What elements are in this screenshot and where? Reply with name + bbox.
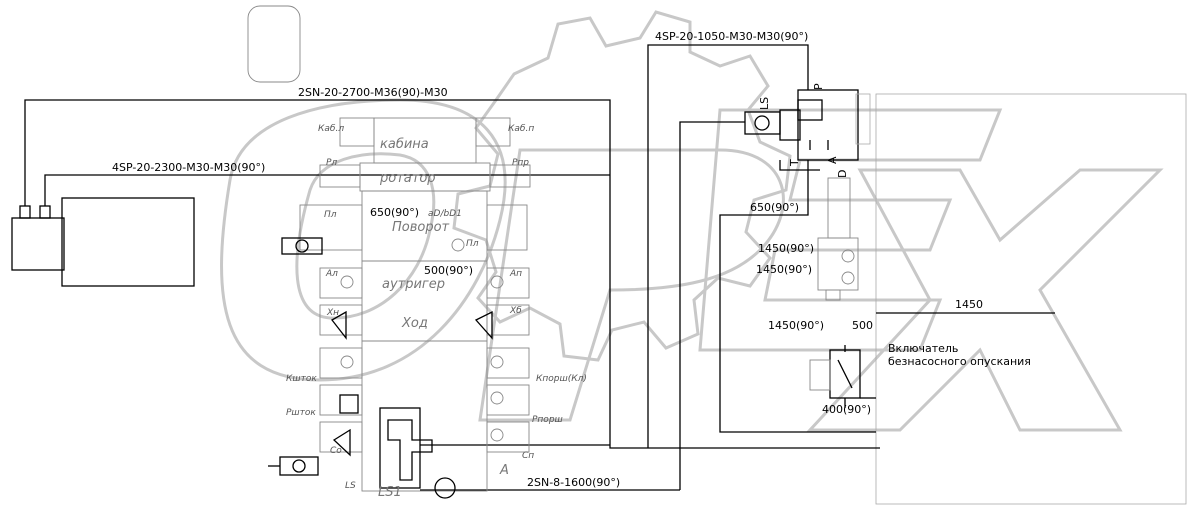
dim-1450-90-b: 1450(90°) [756, 263, 812, 276]
valve-port-t: T [788, 159, 801, 167]
port-cp: Сп [522, 451, 534, 461]
section-povorot: Поворот [392, 220, 450, 235]
hose-label-h1: 4SP-20-1050-M30-M30(90°) [655, 30, 808, 43]
port-rshtok: Ршток [286, 408, 316, 418]
hose-label-h5: 2SN-8-1600(90°) [527, 476, 620, 489]
port-kshtok: Кшток [286, 374, 317, 384]
switch-label-line1: Включатель [888, 342, 958, 355]
section-kabina: кабина [380, 137, 429, 152]
port-kab-p: Каб.п [508, 124, 534, 134]
pump-unit [11, 197, 195, 287]
port-xb: Хб [509, 306, 522, 316]
dim-500: 500 [852, 319, 873, 332]
dim-ao-bo: aD/bD1 [428, 209, 462, 219]
port-rporsh: Рпорш [532, 415, 563, 425]
port-rpr: Рпр [512, 158, 529, 168]
cabin-outline [247, 5, 301, 83]
section-autrizer: аутригер [382, 277, 445, 292]
section-hod: Ход [401, 316, 428, 331]
valve-port-d: D [836, 170, 849, 178]
main-distributor [299, 117, 531, 492]
port-co: Со [330, 446, 342, 456]
selector-valve [744, 89, 871, 161]
port-xh: Хн [326, 308, 339, 318]
section-ls: LS [345, 481, 356, 491]
port-al: Ал [325, 269, 338, 279]
frame-outline [875, 93, 1187, 505]
valve-port-p: P [812, 83, 825, 90]
watermark [220, 10, 1164, 432]
port-pl-right: Пл [466, 239, 479, 249]
hose-label-h3: 4SP-20-2300-M30-M30(90°) [112, 161, 265, 174]
port-rl: Рл [326, 158, 337, 168]
port-ap: Ап [509, 269, 522, 279]
hose-label-h4: 650(90°) [750, 201, 799, 214]
dim-1450: 1450 [955, 298, 983, 311]
distributor-fittings [268, 237, 493, 499]
port-kab-l: Каб.л [318, 124, 344, 134]
section-ls1: LS1 [378, 485, 402, 500]
dim-650-90-left: 650(90°) [370, 206, 419, 219]
port-kporsh: Кпорш(Кл) [536, 374, 587, 384]
dim-500-90: 500(90°) [424, 264, 473, 277]
dim-1450-90-a: 1450(90°) [758, 242, 814, 255]
switch-label-line2: безнасосного опускания [888, 355, 1031, 368]
hose-lines [24, 44, 1055, 491]
hose-label-h2: 2SN-20-2700-M36(90)-M30 [298, 86, 448, 99]
dim-1450-90-c: 1450(90°) [768, 319, 824, 332]
right-valve-block [817, 177, 859, 301]
port-pl-left: Пл [324, 210, 337, 220]
valve-port-ls: LS [758, 97, 771, 110]
section-letter-a: A [499, 463, 509, 478]
section-rotator: ротатор [379, 171, 436, 186]
valve-port-a: A [826, 156, 839, 164]
dim-400-90: 400(90°) [822, 403, 871, 416]
pumpless-lowering-switch [809, 345, 861, 408]
